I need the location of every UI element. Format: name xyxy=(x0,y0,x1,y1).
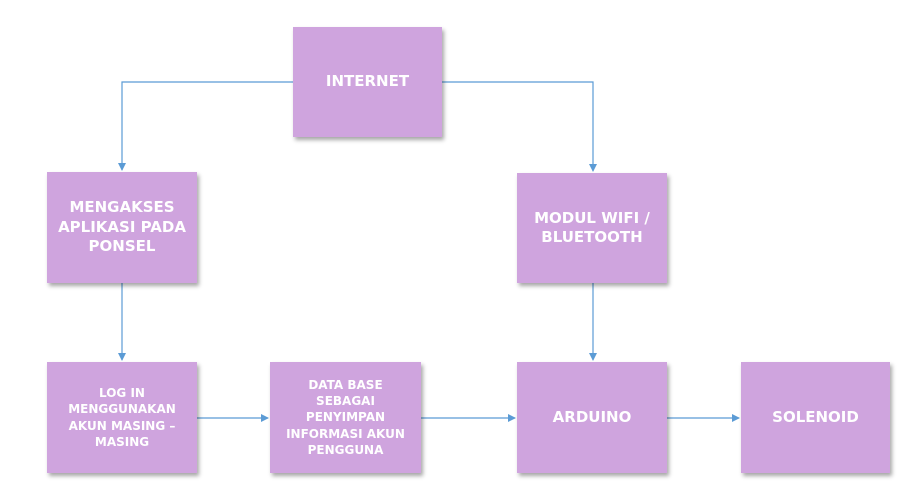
node-login-label: LOG IN MENGGUNAKAN AKUN MASING – MASING xyxy=(68,386,176,449)
node-database-label: DATA BASE SEBAGAI PENYIMPAN INFORMASI AK… xyxy=(286,378,405,457)
edge-internet-to-modul xyxy=(442,81,597,172)
node-modul-wifi-bluetooth: MODUL WIFI / BLUETOOTH xyxy=(517,173,667,283)
node-internet: INTERNET xyxy=(293,27,442,137)
node-solenoid: SOLENOID xyxy=(741,362,890,473)
node-mengakses-label: MENGAKSES APLIKASI PADA PONSEL xyxy=(58,198,186,256)
node-internet-label: INTERNET xyxy=(325,72,410,91)
node-database: DATA BASE SEBAGAI PENYIMPAN INFORMASI AK… xyxy=(270,362,421,473)
node-mengakses-aplikasi: MENGAKSES APLIKASI PADA PONSEL xyxy=(47,172,197,283)
node-modul-label: MODUL WIFI / BLUETOOTH xyxy=(534,208,650,247)
edge-internet-to-mengakses xyxy=(118,81,293,171)
node-log-in: LOG IN MENGGUNAKAN AKUN MASING – MASING xyxy=(47,362,197,473)
node-arduino: ARDUINO xyxy=(517,362,667,473)
node-solenoid-label: SOLENOID xyxy=(772,407,859,426)
node-arduino-label: ARDUINO xyxy=(552,407,632,426)
